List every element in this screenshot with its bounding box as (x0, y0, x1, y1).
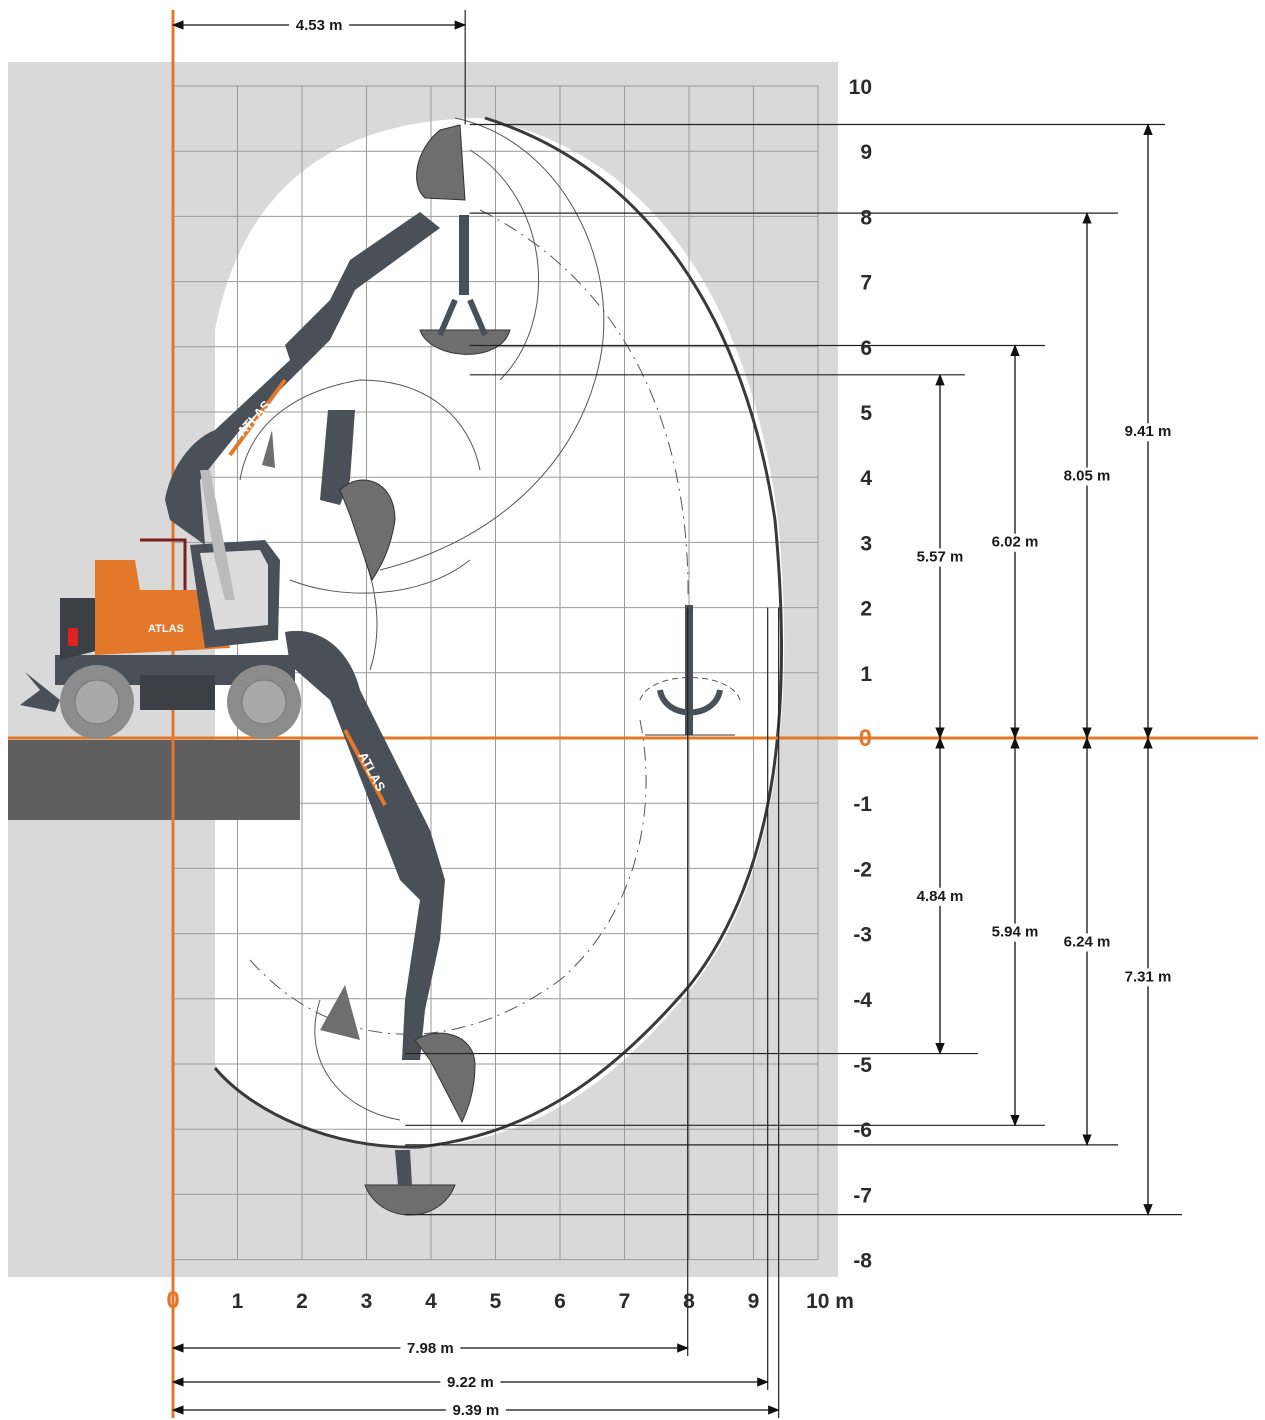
dimension-label-bg (1118, 423, 1178, 442)
y-tick-label: -4 (853, 989, 872, 1012)
x-tick-label: 2 (296, 1290, 308, 1313)
y-tick-label: 6 (860, 337, 872, 360)
dimension-label: 5.57 m (917, 548, 964, 565)
dimension-label: 8.05 m (1064, 468, 1111, 485)
dimension-label: 9.22 m (447, 1374, 494, 1391)
x-tick-label: 5 (490, 1290, 502, 1313)
engine-housing (60, 598, 100, 660)
y-tick-label: 7 (860, 272, 872, 295)
y-tick-label: 0 (859, 725, 872, 752)
y-tick-label: -6 (853, 1119, 872, 1142)
dimension-label-bg (400, 1340, 461, 1358)
x-tick-label: 6 (554, 1290, 566, 1313)
dimension-label-bg (985, 923, 1045, 942)
x-tick-label: 9 (748, 1290, 760, 1313)
dimension-label: 7.31 m (1125, 968, 1172, 985)
x-tick-label: 10 m (806, 1290, 854, 1313)
reference-lines (405, 10, 1182, 1418)
dimension-label-bg (1118, 968, 1178, 987)
boom-lower-pose: ATLAS (285, 630, 476, 1216)
dimension-label-bg (1057, 933, 1117, 952)
y-tick-label: -8 (853, 1250, 872, 1273)
construction-arcs (239, 117, 689, 1121)
x-tick-label: 1 (232, 1290, 244, 1313)
x-tick-label: 3 (361, 1290, 373, 1313)
dimension-label: 4.53 m (296, 17, 343, 34)
cab-window (200, 550, 268, 630)
y-tick-label: 4 (860, 467, 872, 490)
ground-block (8, 740, 300, 820)
x-tick-label: 4 (425, 1290, 437, 1313)
y-tick-label: -1 (853, 793, 872, 816)
y-tick-label: 3 (860, 532, 872, 555)
y-tick-label: 10 (849, 76, 872, 99)
dimension-label: 6.02 m (992, 534, 1039, 551)
dimension-label-bg (910, 548, 970, 567)
dimension-label-bg (985, 533, 1045, 552)
dimension-label: 5.94 m (992, 924, 1039, 941)
y-tick-label: 1 (860, 663, 872, 686)
dimension-annotations: 4.53 m 7.98 m 9.22 m 9.39 m 5.57 m 6.02 m 8.05… (171, 17, 1178, 1420)
stabilizer-blade (20, 672, 60, 712)
dimension-label-bg (289, 17, 350, 35)
top-bucket (416, 124, 466, 201)
machine-body (95, 560, 230, 655)
y-tick-label: 5 (860, 402, 872, 425)
dimension-label: 4.84 m (917, 888, 964, 905)
x-tick-label: 8 (683, 1290, 695, 1313)
y-tick-label: 8 (860, 206, 872, 229)
excavator: ATLAS (20, 538, 301, 739)
dimension-label: 7.98 m (407, 1340, 454, 1357)
x-axis-ticks: 0 1 2 3 4 5 6 7 8 9 10 m (166, 1287, 854, 1314)
dimension-label-bg (910, 887, 970, 906)
working-envelope-outline (213, 116, 784, 1149)
bucket-mid-pose (262, 410, 396, 582)
dimension-label: 6.24 m (1064, 933, 1111, 950)
grab-ground-pose (639, 605, 741, 736)
body-brand-label: ATLAS (148, 623, 184, 635)
y-tick-label: 9 (860, 141, 872, 164)
x-tick-label: 7 (619, 1290, 631, 1313)
dimension-label: 9.41 m (1125, 423, 1172, 440)
working-envelope-fill (215, 118, 785, 1149)
dimension-label-bg (440, 1374, 501, 1392)
x-tick-label: 0 (166, 1287, 179, 1314)
y-tick-label: -5 (853, 1054, 872, 1077)
y-tick-label: -2 (853, 858, 872, 881)
dimension-label: 9.39 m (452, 1402, 499, 1419)
dimension-label-bg (445, 1402, 506, 1420)
y-tick-label: -7 (853, 1184, 872, 1207)
y-tick-label: 2 (860, 598, 872, 621)
y-tick-label: -3 (853, 924, 872, 947)
dimension-label-bg (1057, 467, 1117, 486)
